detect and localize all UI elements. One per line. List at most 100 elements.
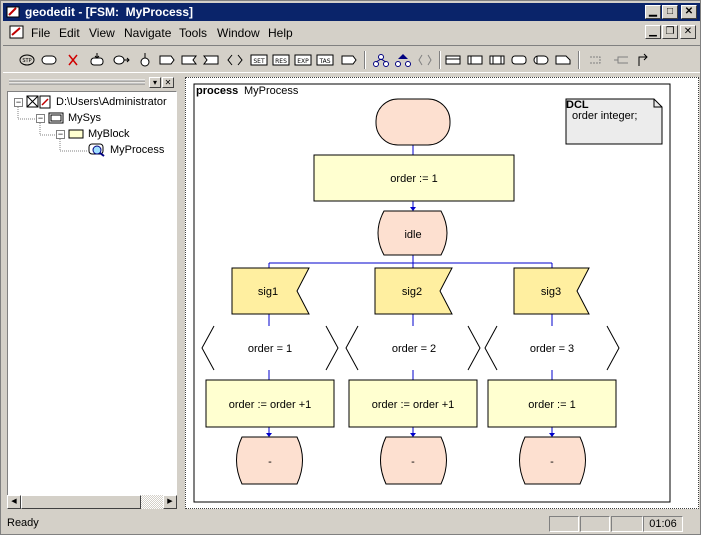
task-label: order := order +1: [229, 399, 312, 411]
create-icon[interactable]: [371, 51, 391, 69]
tree-item-label: MyProcess: [110, 144, 165, 156]
mdi-restore-button[interactable]: ❐: [662, 25, 678, 39]
app-icon: [6, 6, 20, 18]
status-panel-1: [549, 516, 579, 532]
split-icon[interactable]: [393, 51, 413, 69]
next-state-label: -: [550, 456, 554, 468]
connector-left-icon[interactable]: [587, 51, 607, 69]
menu-tools[interactable]: Tools: [179, 26, 208, 40]
tree-item-root[interactable]: − D:\Users\Administrator: [14, 94, 167, 110]
toolbar-separator: [364, 51, 366, 69]
scroll-right-button[interactable]: ▶: [163, 495, 177, 509]
status-clock: 01:06: [643, 516, 683, 532]
menu-bar: File Edit View Navigate Tools Window Hel…: [3, 23, 700, 42]
menu-navigate[interactable]: Navigate: [124, 26, 172, 40]
block-icon: [68, 129, 84, 139]
signal-label: sig2: [402, 286, 422, 298]
pane-menu-button[interactable]: ▾: [149, 77, 161, 88]
mdi-close-button[interactable]: ✕: [680, 25, 696, 39]
tree-item-label: D:\Users\Administrator: [56, 96, 167, 108]
receive-signal-icon[interactable]: [179, 51, 199, 69]
minimize-button[interactable]: ▁: [645, 5, 661, 19]
status-text: Ready: [7, 517, 39, 529]
state-idle: [377, 210, 448, 256]
tree-connector-lines: [17, 107, 88, 152]
task-label: order := 1: [528, 399, 575, 411]
dcl-text: order integer;: [572, 110, 637, 122]
task-init-label: order := 1: [390, 173, 437, 185]
input-icon[interactable]: [87, 51, 107, 69]
stop-icon[interactable]: STP: [17, 51, 37, 69]
merge-icon[interactable]: [415, 51, 435, 69]
maximize-button[interactable]: □: [662, 5, 678, 19]
status-panel-3: [611, 516, 643, 532]
connector-right-icon[interactable]: [611, 51, 631, 69]
next-state-3: [519, 436, 586, 485]
signal-label: sig3: [541, 286, 561, 298]
set-icon[interactable]: SET: [249, 51, 269, 69]
status-panel-2: [580, 516, 610, 532]
macro-icon[interactable]: [509, 51, 529, 69]
collapse-icon[interactable]: −: [36, 112, 45, 123]
diagram-canvas[interactable]: process MyProcess DCL order integer;: [185, 77, 699, 509]
block-icon[interactable]: [443, 51, 463, 69]
collapse-icon[interactable]: −: [56, 128, 65, 139]
next-state-2: [380, 436, 447, 485]
decision-label: order = 2: [392, 343, 436, 355]
tree-item-mysys[interactable]: − MySys: [36, 110, 101, 126]
start-icon[interactable]: [135, 51, 155, 69]
pane-close-button[interactable]: ✕: [162, 77, 174, 88]
document-icon[interactable]: [9, 25, 25, 39]
save-icon[interactable]: [201, 51, 221, 69]
scroll-left-button[interactable]: ◀: [7, 495, 21, 509]
task-icon[interactable]: TAS: [315, 51, 335, 69]
export-icon[interactable]: EXP: [293, 51, 313, 69]
decision-icon[interactable]: [225, 51, 245, 69]
comment-icon[interactable]: [553, 51, 573, 69]
text-icon[interactable]: [531, 51, 551, 69]
toolbar: STP SET RES: [3, 45, 700, 73]
decision-3: [484, 325, 620, 371]
close-button[interactable]: ✕: [681, 5, 697, 19]
menu-help[interactable]: Help: [268, 26, 293, 40]
menu-view[interactable]: View: [89, 26, 115, 40]
return-icon[interactable]: [633, 51, 653, 69]
decision-2: [345, 325, 481, 371]
toolbar-separator: [439, 51, 441, 69]
menu-file[interactable]: File: [31, 26, 51, 40]
task-2: [348, 379, 478, 428]
flow-arrows: [266, 207, 555, 437]
process-icon: [88, 143, 105, 157]
tree-item-myblock[interactable]: − MyBlock: [56, 126, 130, 142]
scroll-thumb[interactable]: [21, 495, 141, 509]
output-icon[interactable]: [111, 51, 131, 69]
decision-label: order = 3: [530, 343, 574, 355]
svg-text:SET: SET: [253, 58, 265, 65]
branch-1: sig1 order = 1 order := order +1 -: [201, 267, 339, 485]
mdi-minimize-button[interactable]: ▁: [645, 25, 661, 39]
signal-input-sig2: [374, 267, 453, 315]
pane-grip[interactable]: [5, 77, 177, 89]
menu-window[interactable]: Window: [217, 26, 260, 40]
sdl-diagram: process MyProcess DCL order integer;: [193, 83, 671, 503]
tree-item-label: MyBlock: [88, 128, 130, 140]
procedure-icon[interactable]: [487, 51, 507, 69]
branch-2: sig2 order = 2 order := order +1 -: [345, 267, 481, 485]
label-icon[interactable]: [339, 51, 359, 69]
start-state: [375, 98, 451, 146]
process-icon[interactable]: [465, 51, 485, 69]
dcl-title: DCL: [566, 99, 589, 111]
svg-text:RES: RES: [275, 58, 287, 65]
send-signal-icon[interactable]: [157, 51, 177, 69]
collapse-icon[interactable]: −: [14, 96, 23, 107]
delete-cross-icon[interactable]: [63, 51, 83, 69]
tree-item-myprocess[interactable]: MyProcess: [88, 142, 164, 158]
reset-icon[interactable]: RES: [271, 51, 291, 69]
state-icon[interactable]: [39, 51, 59, 69]
tree-horizontal-scrollbar[interactable]: ◀ ▶: [7, 495, 177, 509]
tree-view: − D:\Users\Administrator − MySys −: [7, 91, 177, 509]
signal-input-sig3: [513, 267, 590, 315]
decision-label: order = 1: [248, 343, 292, 355]
menu-edit[interactable]: Edit: [59, 26, 80, 40]
